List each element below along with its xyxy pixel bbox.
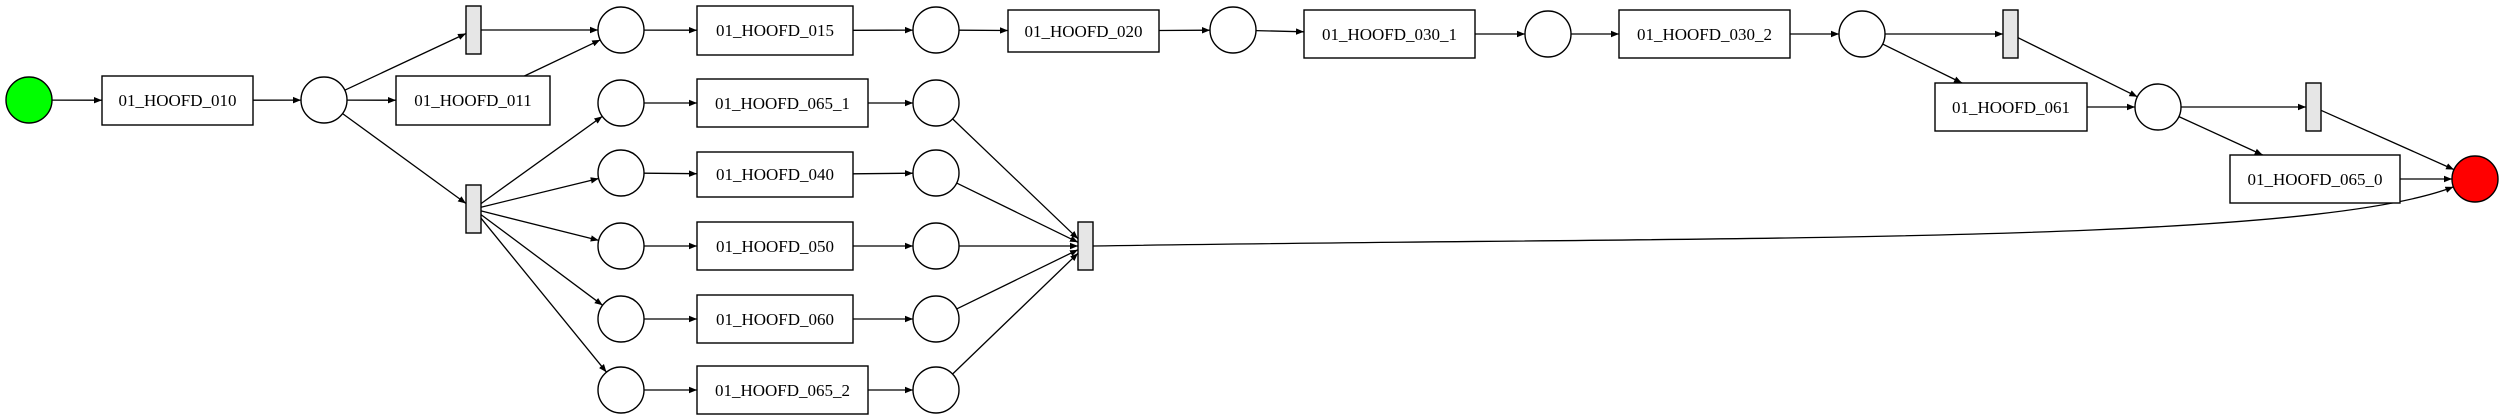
place	[1524, 10, 1572, 58]
arc-s4-to-end	[2320, 109, 2455, 171]
arc-s2-to-pc5	[480, 217, 608, 373]
arc-pc-to-t030_1	[1255, 28, 1305, 35]
place	[597, 222, 645, 270]
arc-s2-to-pc1	[480, 115, 603, 205]
transition-01-hoofd-061: 01_HOOFD_061	[1934, 82, 2088, 132]
silent-transition	[2002, 9, 2019, 59]
silent-transition	[2305, 82, 2322, 132]
place	[1209, 6, 1257, 54]
place	[912, 79, 960, 127]
end-place	[2451, 155, 2499, 203]
arc-s2-to-pc2	[480, 177, 599, 208]
arc-s2-to-pc3	[480, 210, 599, 242]
arc-s3-to-pf	[2017, 37, 2138, 98]
arc-pf-to-t065_0	[2178, 116, 2263, 156]
transition-label: 01_HOOFD_040	[716, 165, 834, 184]
arcs	[51, 26, 2455, 394]
arc-pd4-to-s5	[956, 249, 1079, 310]
arc-p1-to-s1	[344, 32, 467, 91]
transition-01-hoofd-020: 01_HOOFD_020	[1007, 9, 1160, 53]
place	[1838, 10, 1886, 58]
place	[912, 149, 960, 197]
transition-01-hoofd-011: 01_HOOFD_011	[395, 75, 551, 126]
transition-label: 01_HOOFD_011	[414, 91, 531, 110]
place	[300, 76, 348, 124]
transition-label: 01_HOOFD_015	[716, 21, 834, 40]
arc-pe-to-t061	[1882, 43, 1963, 84]
place	[597, 6, 645, 54]
transition-01-hoofd-050: 01_HOOFD_050	[696, 221, 854, 271]
transition-01-hoofd-065-0: 01_HOOFD_065_0	[2229, 154, 2401, 204]
transition-label: 01_HOOFD_050	[716, 237, 834, 256]
nodes: 01_HOOFD_010 01_HOOFD_011 01_HOOFD_015 0…	[5, 5, 2499, 415]
arc-s5-to-end	[1092, 186, 2454, 247]
place	[597, 149, 645, 197]
place	[597, 79, 645, 127]
arc-pc2-to-t040	[643, 170, 698, 177]
transition-01-hoofd-040: 01_HOOFD_040	[696, 151, 854, 198]
transition-01-hoofd-065-2: 01_HOOFD_065_2	[696, 365, 869, 415]
arc-pd5-to-s5	[952, 252, 1079, 375]
transition-01-hoofd-065-1: 01_HOOFD_065_1	[696, 78, 869, 128]
silent-transition	[465, 184, 482, 234]
transition-01-hoofd-015: 01_HOOFD_015	[696, 5, 854, 56]
transition-01-hoofd-030-1: 01_HOOFD_030_1	[1303, 9, 1476, 59]
transition-label: 01_HOOFD_010	[118, 91, 236, 110]
place	[912, 366, 960, 414]
transition-label: 01_HOOFD_061	[1952, 98, 2070, 117]
arc-pd2-to-s5	[956, 182, 1079, 243]
transition-label: 01_HOOFD_065_0	[2247, 170, 2382, 189]
transition-01-hoofd-060: 01_HOOFD_060	[696, 294, 854, 344]
silent-transition	[1077, 221, 1094, 271]
silent-transition	[465, 5, 482, 55]
place	[912, 222, 960, 270]
arc-t011-to-pa	[524, 39, 601, 77]
transition-label: 01_HOOFD_030_1	[1322, 25, 1457, 44]
transition-label: 01_HOOFD_065_1	[715, 94, 850, 113]
place	[2134, 83, 2182, 131]
place	[597, 295, 645, 343]
transition-label: 01_HOOFD_060	[716, 310, 834, 329]
place	[912, 6, 960, 54]
transition-01-hoofd-010: 01_HOOFD_010	[101, 75, 254, 126]
arc-s2-to-pc4	[480, 214, 603, 306]
place	[597, 366, 645, 414]
transition-label: 01_HOOFD_020	[1024, 22, 1142, 41]
transition-label: 01_HOOFD_065_2	[715, 381, 850, 400]
place	[912, 295, 960, 343]
arc-t040-to-pd2	[852, 170, 914, 177]
transition-01-hoofd-030-2: 01_HOOFD_030_2	[1618, 9, 1791, 59]
arc-pd1-to-s5	[952, 118, 1079, 240]
arc-p1-to-s2	[342, 113, 467, 205]
transition-label: 01_HOOFD_030_2	[1637, 25, 1772, 44]
start-place	[5, 76, 53, 124]
